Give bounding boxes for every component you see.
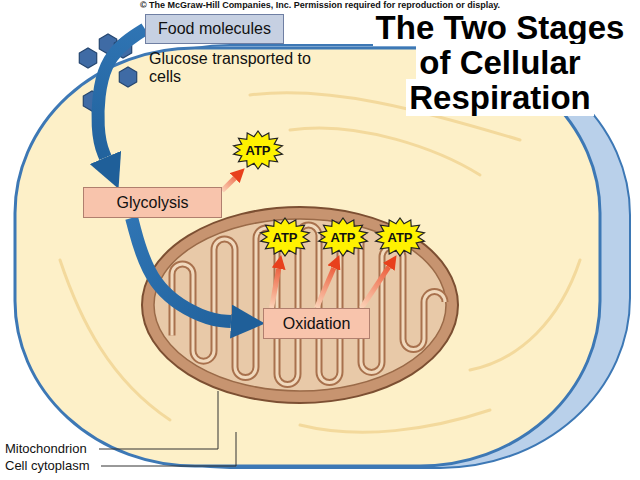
energy-arrow — [222, 178, 235, 191]
flow-arrow — [98, 29, 145, 157]
starburst-shape — [261, 218, 310, 256]
box-label: Food molecules — [158, 20, 271, 38]
atp-starburst: ATP — [233, 131, 283, 169]
starburst-shape — [376, 218, 425, 256]
flow-arrow — [132, 218, 231, 322]
atp-label: ATP — [330, 230, 355, 245]
atp-label: ATP — [272, 230, 297, 245]
cytoplasm-streak — [290, 128, 480, 175]
title: The Two Stages of Cellular Respiration — [373, 9, 628, 116]
energy-arrow — [317, 268, 334, 308]
copyright-notice: © The McGraw-Hill Companies, Inc. Permis… — [0, 0, 640, 11]
process-box: Oxidation — [263, 308, 370, 339]
leader-line — [101, 432, 236, 466]
leader-line — [99, 391, 218, 449]
part-label: Mitochondrion — [5, 441, 125, 457]
atp-label: ATP — [245, 143, 270, 158]
atp-starburst: ATP — [375, 218, 425, 256]
process-note: Glucose transported to cells — [149, 50, 334, 86]
atp-starburst: ATP — [260, 218, 310, 256]
starburst-shape — [319, 218, 368, 256]
atp-starburst: ATP — [318, 218, 368, 256]
energy-arrow — [361, 267, 388, 308]
title-block: The Two Stages of Cellular Respiration — [365, 10, 635, 115]
atp-label: ATP — [387, 230, 412, 245]
part-label: Cell cytoplasm — [5, 458, 125, 474]
cytoplasm-streak — [470, 260, 580, 370]
glucose-hexagon — [79, 48, 96, 68]
glucose-hexagon — [119, 67, 136, 87]
box-label: Oxidation — [283, 315, 351, 333]
starburst-shape — [234, 131, 283, 169]
cytoplasm-streaks — [60, 93, 580, 432]
energy-arrow — [272, 269, 279, 308]
process-box: Glycolysis — [83, 187, 222, 218]
input-box: Food molecules — [145, 14, 284, 44]
mitochondrion-inner-membrane — [154, 219, 446, 391]
cytoplasm-streak — [300, 410, 490, 432]
box-label: Glycolysis — [116, 194, 188, 212]
